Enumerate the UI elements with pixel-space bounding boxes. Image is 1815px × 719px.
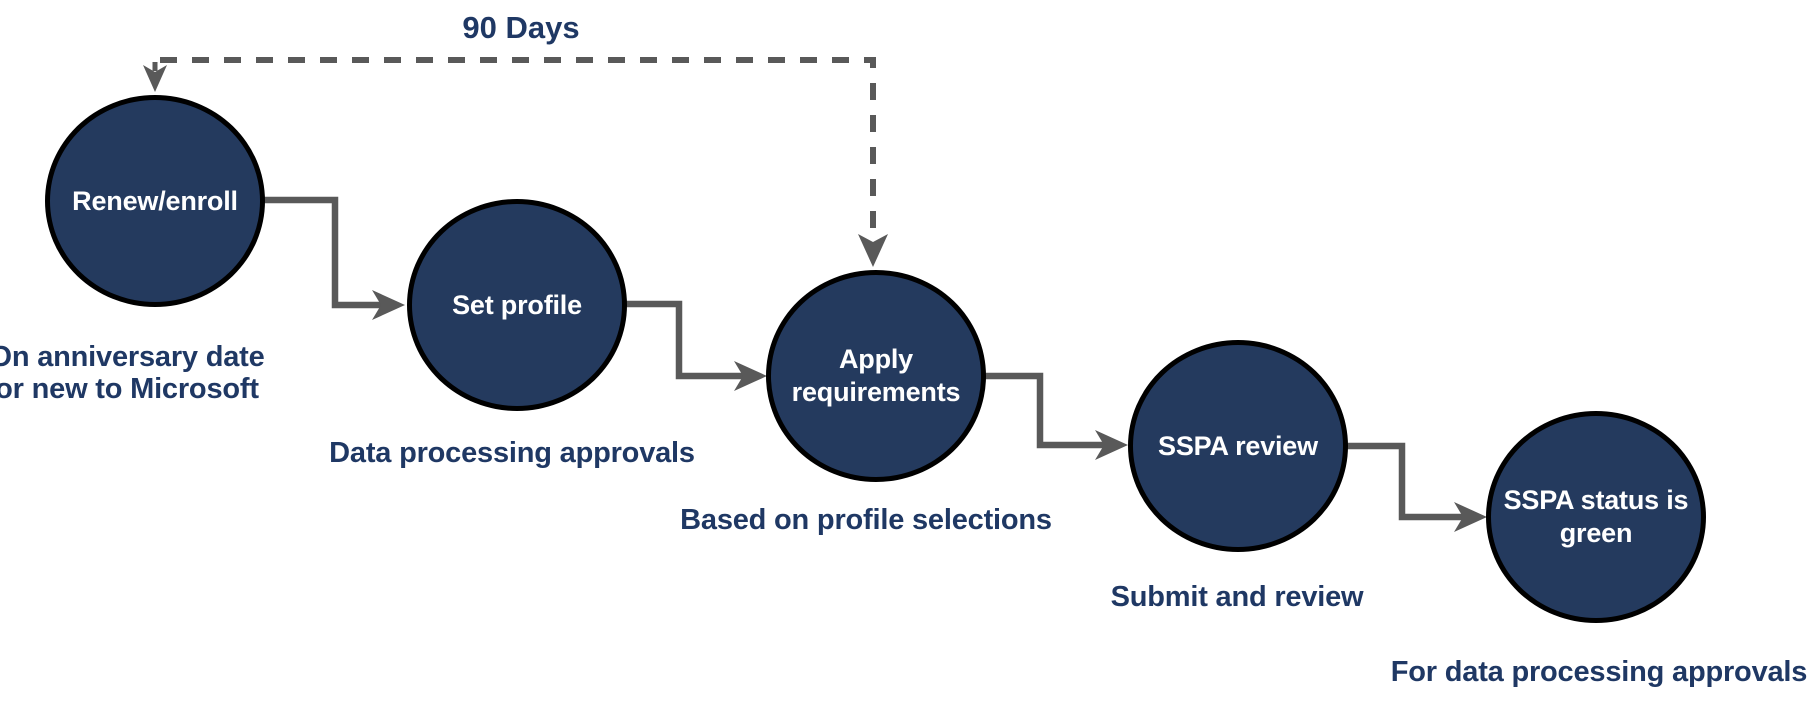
feedback-arrowhead: [858, 234, 888, 267]
node-set-profile: Set profile: [407, 199, 627, 411]
caption-sspa-review: Submit and review: [1111, 581, 1364, 613]
caption-line: On anniversary date: [0, 341, 265, 373]
node-sspa-status-green-label: SSPA status is green: [1504, 484, 1689, 550]
node-label-line: SSPA review: [1158, 430, 1318, 461]
connector-review-to-green-arrowhead: [1454, 502, 1487, 532]
node-label-line: Renew/enroll: [72, 185, 238, 216]
node-apply-requirements-label: Apply requirements: [792, 343, 961, 409]
caption-line: Based on profile selections: [680, 504, 1052, 536]
caption-line: Data processing approvals: [329, 437, 695, 469]
node-label-line: Set profile: [452, 289, 582, 320]
connector-review-to-green: [1345, 442, 1463, 521]
caption-renew-enroll: On anniversary date or new to Microsoft: [0, 341, 265, 406]
node-sspa-review-label: SSPA review: [1158, 430, 1318, 463]
caption-line: For data processing approvals: [1390, 656, 1808, 688]
caption-line: Submit and review: [1110, 581, 1364, 613]
node-apply-requirements: Apply requirements: [766, 270, 986, 482]
connector-setprofile-to-apply: [624, 300, 743, 380]
node-renew-enroll: Renew/enroll: [45, 95, 265, 307]
node-renew-enroll-label: Renew/enroll: [72, 185, 238, 218]
node-label-line: SSPA status is: [1503, 485, 1689, 516]
connector-setprofile-to-apply-arrowhead: [734, 361, 767, 391]
node-label-line: green: [1559, 518, 1633, 548]
caption-apply-requirements: Based on profile selections: [680, 504, 1052, 536]
node-label-line: requirements: [791, 377, 961, 407]
node-set-profile-label: Set profile: [452, 289, 582, 322]
feedback-drop-arrowhead: [143, 65, 167, 92]
node-label-line: Apply: [838, 344, 913, 375]
node-sspa-status-green: SSPA status is green: [1486, 411, 1706, 623]
caption-line: or new to Microsoft: [0, 373, 259, 406]
connector-apply-to-review: [980, 372, 1104, 449]
connector-renew-to-setprofile: [262, 196, 381, 309]
connector-renew-to-setprofile-arrowhead: [372, 290, 405, 320]
connector-apply-to-review-arrowhead: [1095, 430, 1128, 460]
feedback-duration-label: 90 Days: [462, 10, 580, 45]
node-sspa-review: SSPA review: [1128, 340, 1348, 552]
caption-sspa-status-green: For data processing approvals: [1390, 656, 1808, 688]
caption-set-profile: Data processing approvals: [329, 437, 695, 469]
